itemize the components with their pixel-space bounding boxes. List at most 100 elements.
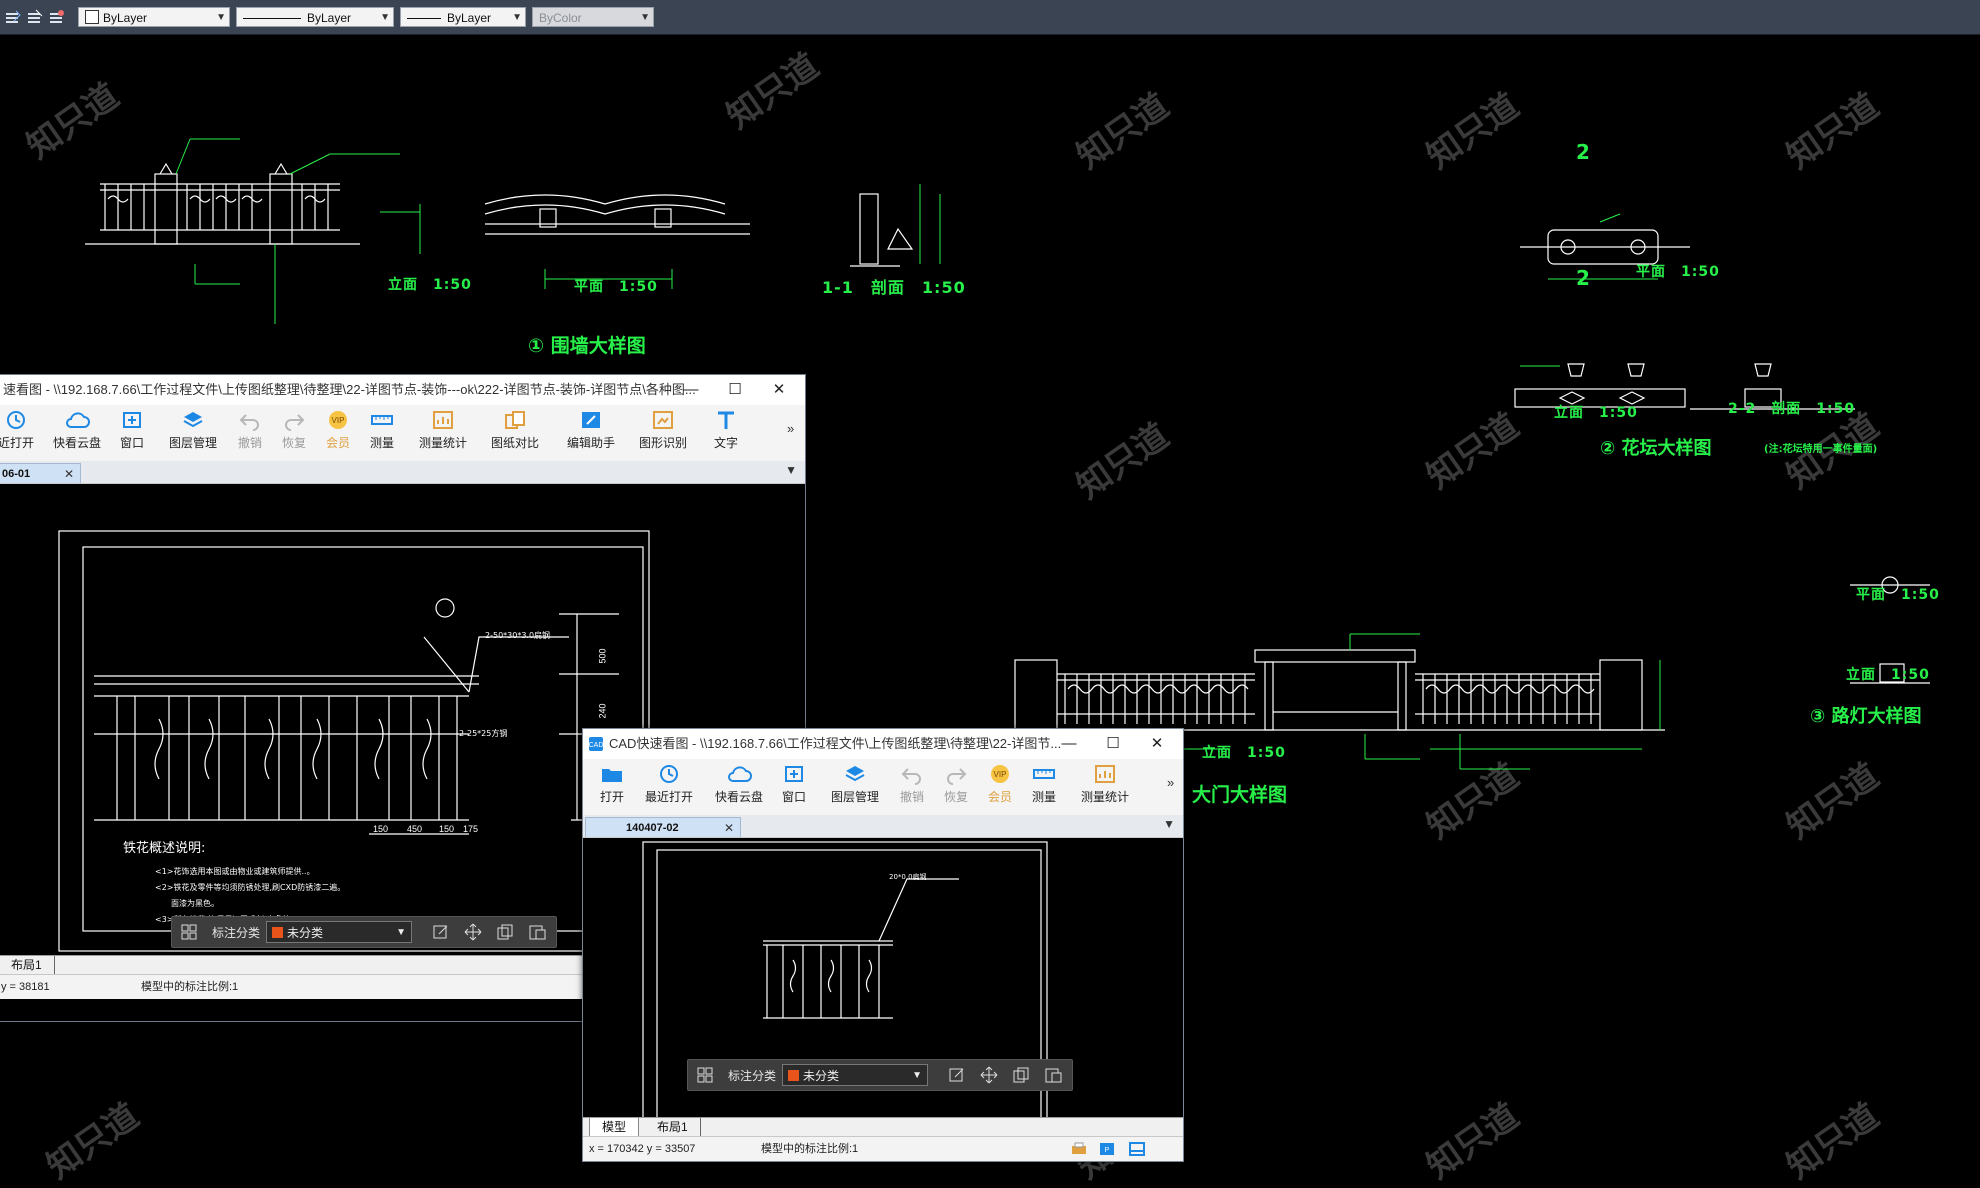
linetype-combo[interactable]: ByLayer ▼	[236, 7, 394, 27]
ribbon-overflow-icon[interactable]: »	[787, 421, 795, 436]
move-icon[interactable]	[980, 1066, 998, 1084]
layer-previous-icon[interactable]	[48, 9, 66, 25]
undo-label: 撤销	[899, 790, 924, 804]
layer-manager-button[interactable]: 图层管理	[821, 763, 889, 805]
chevron-down-icon: ▼	[912, 1070, 922, 1081]
dim-label: 150	[373, 824, 389, 834]
category-color-swatch	[788, 1070, 799, 1081]
pdf-icon[interactable]: P	[1099, 1142, 1115, 1156]
viewer-window-front[interactable]: CAD CAD快速看图 - \\192.168.7.66\工作过程文件\上传图纸…	[582, 728, 1184, 1162]
document-tab-label: 06-01	[2, 468, 31, 480]
model-tab[interactable]: 模型	[589, 1118, 640, 1137]
grid-icon[interactable]	[180, 923, 198, 941]
close-tab-icon[interactable]: ✕	[723, 821, 734, 835]
note-line: <1>花饰选用本图或由物业或建筑师提供..。	[155, 867, 315, 876]
svg-text:CAD: CAD	[589, 742, 603, 749]
dim-label: 2-25*25方钢	[459, 729, 508, 738]
dim-label: 240	[597, 703, 608, 719]
close-button[interactable]: ✕	[1150, 735, 1164, 752]
annotation-category-select[interactable]: 未分类▼	[266, 921, 412, 943]
cad-drawing-area[interactable]: 知只道 知只道 知只道 知只道 知只道 知只道 知只道 知只道 知只道 知只道 …	[0, 34, 1980, 1187]
minimize-button[interactable]: —	[1061, 735, 1077, 752]
window-titlebar[interactable]: CAD CAD快速看图 - \\192.168.7.66\工作过程文件\上传图纸…	[583, 729, 1183, 759]
chevron-down-icon: ▼	[640, 12, 650, 23]
copy-icon[interactable]	[496, 923, 514, 941]
lineweight-combo[interactable]: ByLayer ▼	[400, 7, 526, 27]
layout-tab[interactable]: 布局1	[0, 956, 55, 974]
edit-annotation-icon[interactable]	[948, 1066, 966, 1084]
layer-match-icon[interactable]	[26, 9, 44, 25]
window-button[interactable]: 窗口	[103, 409, 161, 451]
document-tab[interactable]: 06-01 ✕	[0, 463, 81, 483]
open-button[interactable]: 打开	[583, 763, 641, 805]
window-button[interactable]: 窗口	[765, 763, 823, 805]
edit-annotation-icon[interactable]	[432, 923, 450, 941]
maximize-button[interactable]: ☐	[728, 381, 742, 398]
measure-stats-label: 测量统计	[1080, 790, 1129, 804]
measure-stats-button[interactable]: 测量统计	[409, 409, 477, 451]
ribbon-overflow-icon[interactable]: »	[1167, 775, 1175, 790]
planter-elevation-label: 立面 1:50	[1554, 405, 1638, 421]
tab-list-dropdown-icon[interactable]: ▼	[785, 463, 797, 477]
measure-label: 测量	[1031, 790, 1056, 804]
planter-section-label: 2-2 剖面 1:50	[1728, 401, 1856, 417]
move-icon[interactable]	[464, 923, 482, 941]
layer-manager-button[interactable]: 图层管理	[159, 409, 227, 451]
recent-open-button[interactable]: 近打开	[0, 409, 45, 451]
cloud-drive-label: 快看云盘	[52, 436, 101, 450]
cloud-icon	[728, 766, 752, 782]
measure-button[interactable]: 测量	[1015, 763, 1073, 805]
dim-label: 150	[439, 824, 455, 834]
window-icon	[785, 766, 803, 782]
lineweight-combo-value: ByLayer	[447, 11, 492, 25]
cloud-drive-button[interactable]: 快看云盘	[707, 763, 771, 805]
edit-assistant-label: 编辑助手	[566, 436, 615, 450]
cloud-drive-button[interactable]: 快看云盘	[45, 409, 109, 451]
layers-icon	[845, 766, 865, 782]
undo-button[interactable]: 撤销	[221, 409, 279, 451]
shape-recognition-button[interactable]: 图形识别	[629, 409, 697, 451]
linetype-preview	[243, 18, 301, 19]
copy-icon[interactable]	[1012, 1066, 1030, 1084]
text-label: 文字	[713, 436, 738, 450]
tab-list-dropdown-icon[interactable]: ▼	[1163, 817, 1175, 831]
paste-icon[interactable]	[1044, 1066, 1062, 1084]
paste-icon[interactable]	[528, 923, 546, 941]
redo-button[interactable]: 恢复	[927, 763, 985, 805]
railing-drawing	[642, 841, 1048, 1117]
minimize-button[interactable]: —	[683, 381, 699, 398]
layout-tabs: 模型 布局1	[583, 1117, 1183, 1137]
status-bar: x = 170342 y = 33507 模型中的标注比例:1 P	[583, 1136, 1183, 1161]
undo-button[interactable]: 撤销	[883, 763, 941, 805]
compare-button[interactable]: 图纸对比	[483, 409, 547, 451]
measure-button[interactable]: 测量	[353, 409, 411, 451]
window-title: CAD快速看图 - \\192.168.7.66\工作过程文件\上传图纸整理\待…	[609, 736, 1062, 751]
layer-stack-icon[interactable]	[4, 9, 22, 25]
text-button[interactable]: 文字	[697, 409, 755, 451]
layout-icon[interactable]	[1129, 1142, 1145, 1156]
lamp-elevation-label: 立面 1:50	[1846, 667, 1930, 683]
annotation-floating-toolbar: 标注分类 未分类▼	[171, 916, 557, 948]
print-icon[interactable]	[1071, 1142, 1087, 1156]
recent-open-button[interactable]: 最近打开	[637, 763, 701, 805]
close-button[interactable]: ✕	[772, 381, 786, 398]
color-combo[interactable]: ByLayer ▼	[78, 7, 230, 27]
open-label: 打开	[599, 790, 624, 804]
window-titlebar[interactable]: 速看图 - \\192.168.7.66\工作过程文件\上传图纸整理\待整理\2…	[0, 375, 805, 405]
measure-stats-button[interactable]: 测量统计	[1071, 763, 1139, 805]
document-tab[interactable]: 140407-02✕	[585, 817, 741, 837]
maximize-button[interactable]: ☐	[1106, 735, 1120, 752]
annotation-category-select[interactable]: 未分类▼	[782, 1064, 928, 1086]
edit-assistant-button[interactable]: 编辑助手	[557, 409, 625, 451]
annotation-scale: 模型中的标注比例:1	[141, 981, 239, 993]
properties-toolbar: ByLayer ▼ ByLayer ▼ ByLayer ▼ ByColor ▼	[0, 0, 1980, 35]
layer-manager-label: 图层管理	[830, 790, 879, 804]
close-tab-icon[interactable]: ✕	[63, 467, 74, 481]
redo-button[interactable]: 恢复	[265, 409, 323, 451]
layout-tab[interactable]: 布局1	[645, 1118, 701, 1136]
cursor-coordinates: y = 38181	[1, 981, 50, 993]
grid-icon[interactable]	[696, 1066, 714, 1084]
